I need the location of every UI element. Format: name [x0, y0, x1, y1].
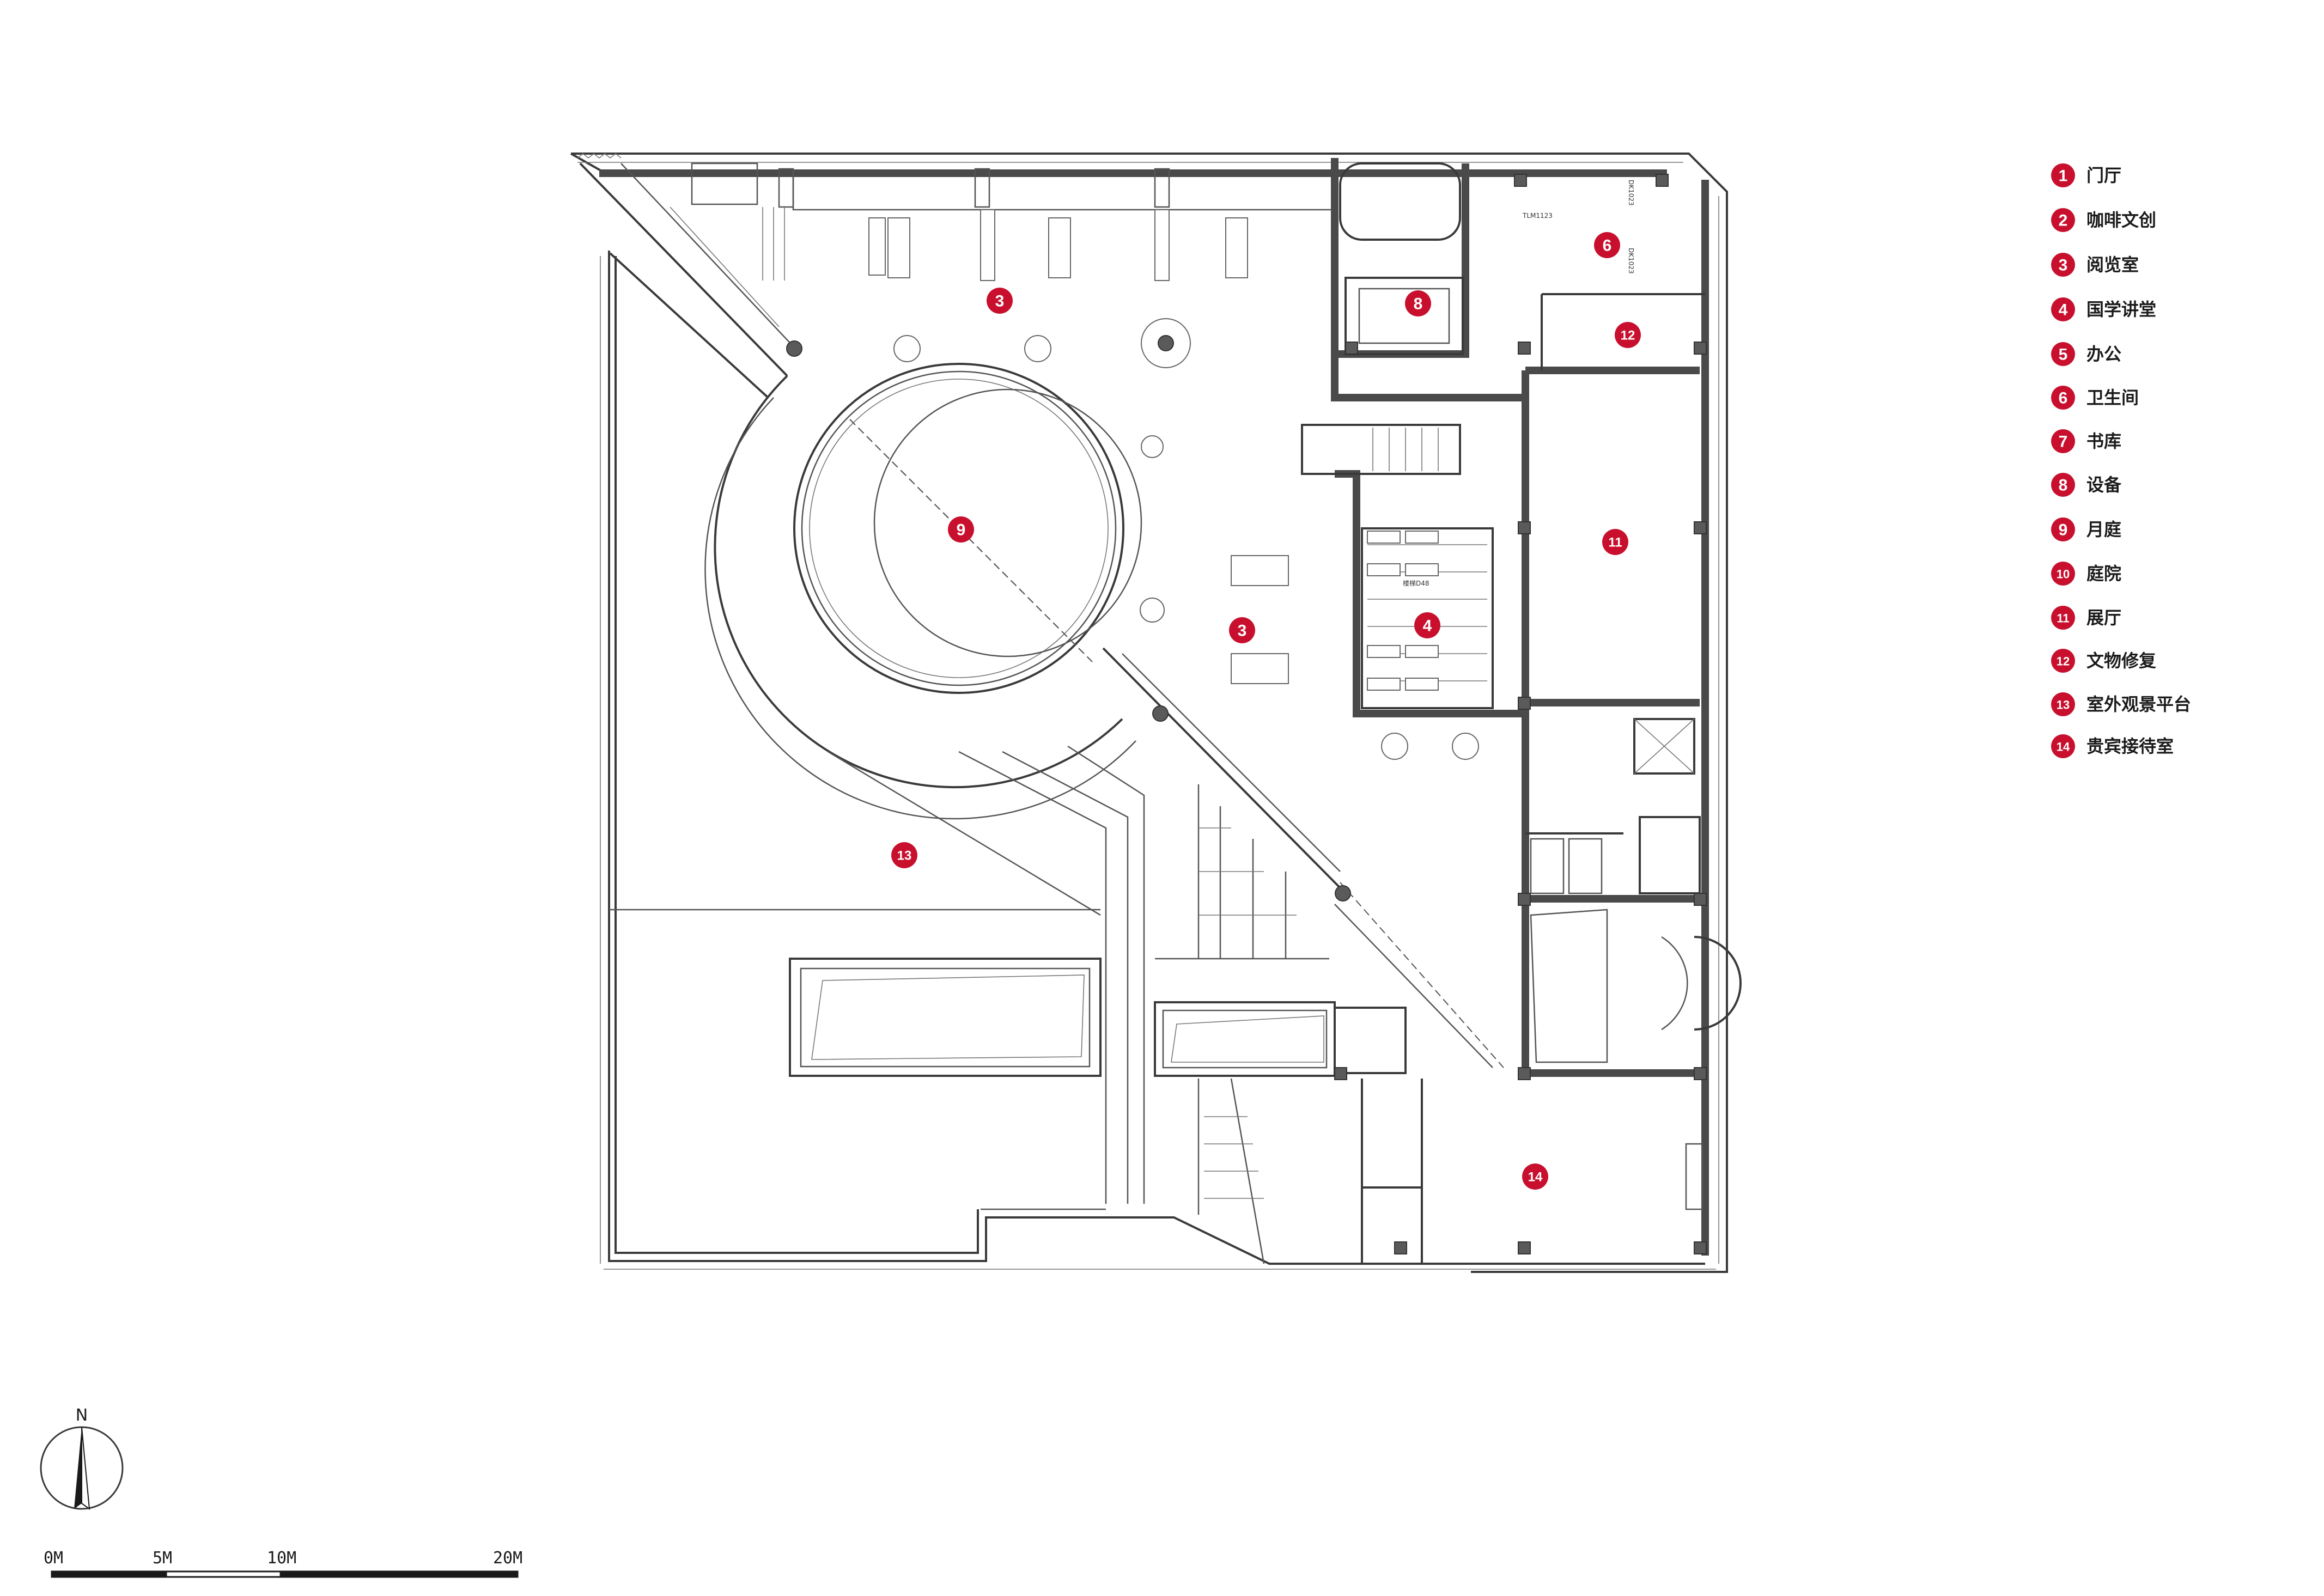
legend-item: 10 庭院 [2051, 562, 2121, 586]
svg-text:14: 14 [1528, 1170, 1543, 1185]
svg-text:设备: 设备 [2086, 474, 2122, 495]
svg-text:12: 12 [2057, 655, 2070, 668]
svg-text:月庭: 月庭 [2086, 519, 2121, 540]
room-marker-4: 4 [1414, 612, 1440, 638]
svg-text:6: 6 [2059, 389, 2068, 407]
svg-text:10: 10 [2057, 568, 2070, 581]
svg-text:11: 11 [2057, 612, 2069, 625]
room-marker-11: 11 [1602, 529, 1628, 555]
svg-text:5: 5 [2059, 346, 2068, 364]
svg-text:咖啡文创: 咖啡文创 [2086, 210, 2156, 230]
legend-item: 11 展厅 [2051, 606, 2121, 630]
room-marker-13: 13 [891, 842, 917, 868]
svg-text:展厅: 展厅 [2086, 607, 2121, 628]
svg-text:国学讲堂: 国学讲堂 [2086, 299, 2156, 320]
legend-item: 2 咖啡文创 [2051, 208, 2156, 232]
svg-text:9: 9 [957, 521, 966, 539]
svg-text:4: 4 [1423, 617, 1432, 635]
legend-item: 4 国学讲堂 [2051, 297, 2156, 321]
svg-text:14: 14 [2057, 740, 2070, 754]
legend-item: 6 卫生间 [2051, 386, 2139, 410]
svg-text:3: 3 [1238, 622, 1247, 640]
svg-text:9: 9 [2059, 521, 2068, 539]
small-labels: 楼梯D48 TLM1123 DK1023 DK1023 [1403, 180, 1635, 587]
reading-furniture [691, 162, 1479, 760]
legend-item: 7 书库 [2051, 429, 2121, 453]
svg-text:3: 3 [995, 293, 1005, 310]
room-marker-8: 8 [1405, 290, 1431, 316]
moon-courtyard [704, 363, 1142, 820]
svg-text:室外观景平台: 室外观景平台 [2086, 694, 2191, 715]
svg-text:门厅: 门厅 [2086, 165, 2121, 186]
legend-item: 9 月庭 [2051, 517, 2121, 541]
legend-item: 13 室外观景平台 [2051, 692, 2191, 716]
room-marker-12: 12 [1615, 322, 1641, 348]
svg-text:11: 11 [1608, 535, 1622, 550]
svg-text:12: 12 [1621, 328, 1635, 343]
svg-text:8: 8 [1414, 295, 1423, 313]
north-arrow-icon [74, 1427, 82, 1509]
scale-label-5: 5M [153, 1549, 172, 1568]
legend-item: 12 文物修复 [2051, 649, 2156, 673]
scale-bar: 0M 5M 10M 20M [44, 1549, 522, 1578]
north-label: N [76, 1406, 88, 1425]
svg-text:3: 3 [2059, 257, 2068, 275]
legend-item: 1 门厅 [2051, 163, 2121, 187]
legend-item: 14 贵宾接待室 [2051, 734, 2174, 758]
room-marker-14: 14 [1522, 1164, 1548, 1190]
svg-text:阅览室: 阅览室 [2086, 254, 2139, 275]
scale-label-10: 10M [267, 1549, 296, 1568]
legend: 1 门厅 2 咖啡文创 3 阅览室 4 国学讲堂 5 办公 6 卫生间 [2051, 163, 2191, 758]
room-marker-3b: 3 [1229, 617, 1255, 643]
svg-text:书库: 书库 [2086, 431, 2121, 452]
door-label-b: DK1023 [1627, 180, 1635, 206]
stair-label: 楼梯D48 [1403, 579, 1429, 587]
room-marker-3a: 3 [987, 288, 1013, 314]
room-markers: 3 8 6 12 9 11 3 4 [891, 232, 1641, 1190]
room-marker-9: 9 [948, 516, 974, 543]
door-label-a: TLM1123 [1522, 212, 1553, 220]
svg-text:13: 13 [897, 849, 912, 863]
terrace-paths [609, 745, 1336, 1264]
svg-text:4: 4 [2059, 301, 2068, 319]
legend-item: 3 阅览室 [2051, 253, 2139, 277]
svg-text:8: 8 [2059, 477, 2068, 495]
north-arrow: N [40, 1406, 124, 1510]
columns [786, 174, 1707, 1254]
room-marker-6: 6 [1594, 232, 1620, 258]
svg-text:6: 6 [1603, 237, 1612, 255]
svg-text:2: 2 [2059, 212, 2068, 230]
door-label-c: DK1023 [1627, 248, 1635, 274]
svg-text:1: 1 [2059, 167, 2068, 185]
svg-text:贵宾接待室: 贵宾接待室 [2086, 736, 2174, 757]
svg-text:办公: 办公 [2086, 344, 2121, 364]
scale-label-0: 0M [44, 1549, 63, 1568]
scale-label-20: 20M [493, 1549, 522, 1568]
interior-walls [1301, 158, 1742, 1264]
svg-text:卫生间: 卫生间 [2086, 387, 2139, 408]
svg-text:庭院: 庭院 [2086, 563, 2121, 584]
svg-text:7: 7 [2059, 433, 2068, 451]
building-envelope [570, 153, 1728, 1273]
legend-item: 5 办公 [2051, 342, 2121, 366]
svg-text:文物修复: 文物修复 [2086, 650, 2156, 671]
legend-item: 8 设备 [2051, 473, 2122, 497]
diagonal-stair [579, 162, 1504, 1068]
svg-text:13: 13 [2057, 698, 2070, 712]
